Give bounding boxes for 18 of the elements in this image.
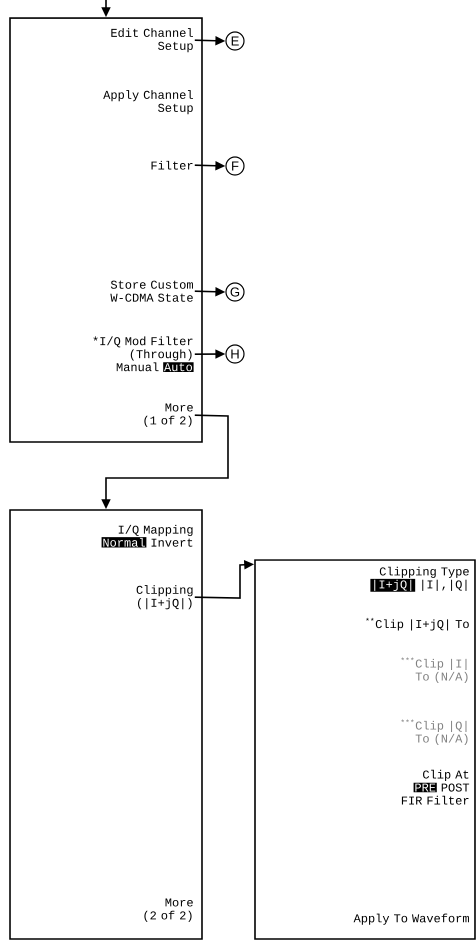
softkey-label: $^{***}$Clip |Q| To (N/A)	[401, 719, 468, 746]
menu-panel	[9, 509, 203, 940]
softkey-label: Apply Channel Setup	[103, 90, 193, 114]
softkey-label: Clipping Type |I+jQ| |I|,|Q|	[370, 566, 469, 592]
softkey-label: Edit Channel Setup	[111, 28, 193, 52]
menu-panel	[254, 559, 476, 940]
softkey-label: *I/Q Mod Filter (Through) Manual Auto	[93, 336, 194, 372]
softkey-label: Clipping (|I+jQ|)	[136, 585, 193, 610]
softkey-label: $^{**}$Clip |I+jQ| To	[366, 618, 469, 631]
softkey-label: I/Q Mapping Normal Invert	[102, 524, 193, 548]
softkey-label: More (2 of 2)	[144, 898, 193, 922]
softkey-label: $^{***}$Clip |I| To (N/A)	[401, 657, 468, 684]
softkey-label: Clip At PRE POST FIR Filter	[402, 770, 470, 805]
softkey-label: More (1 of 2)	[144, 404, 193, 427]
softkey-label: Store Custom W-CDMA State	[110, 280, 193, 302]
menu-panel	[9, 17, 203, 443]
softkey-label: Filter	[152, 160, 192, 170]
softkey-label: Apply To Waveform	[354, 914, 469, 925]
